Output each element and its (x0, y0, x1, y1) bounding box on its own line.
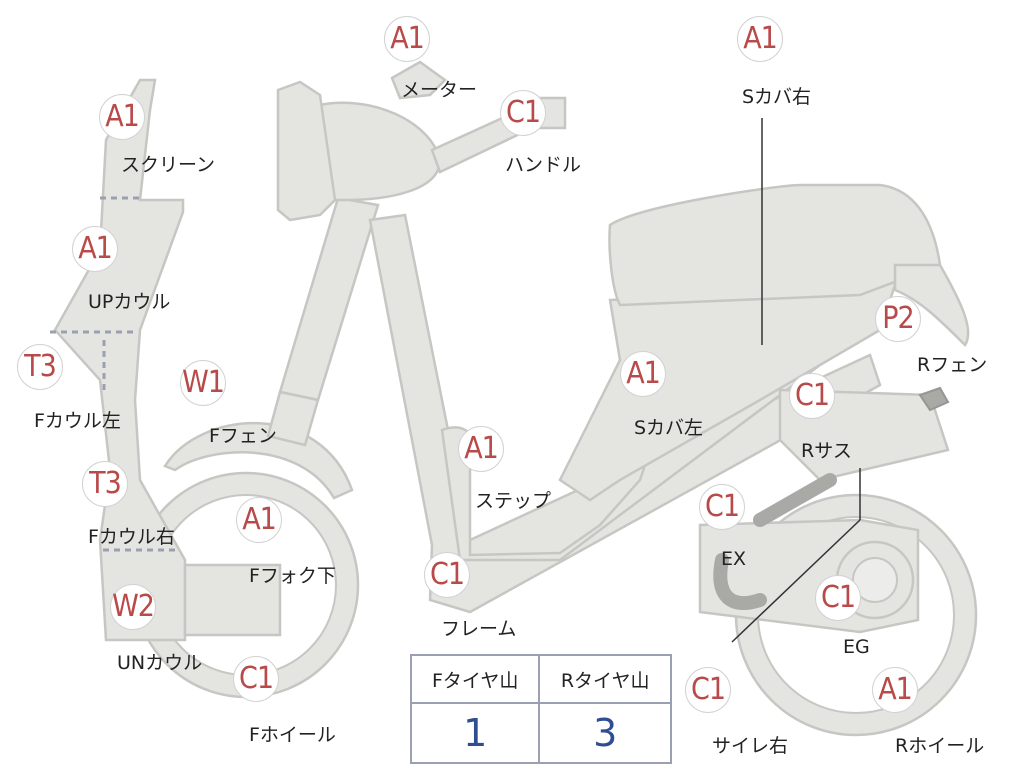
tire-tread-table: Fタイヤ山 Rタイヤ山 1 3 (409, 654, 672, 764)
badge-ffender[interactable]: W1 (180, 360, 226, 406)
label-screen: スクリーン (121, 154, 216, 176)
badge-eg[interactable]: C1 (815, 575, 861, 621)
label-fcowl-left: Fカウル左 (34, 410, 121, 432)
label-meter: メーター (401, 79, 478, 101)
label-handle: ハンドル (505, 154, 582, 176)
badge-step[interactable]: A1 (458, 426, 504, 472)
badge-uncowl[interactable]: W2 (110, 584, 156, 630)
handlebar-cover (318, 101, 442, 202)
headlight-shape (276, 80, 337, 222)
badge-rsus[interactable]: C1 (789, 373, 835, 419)
label-uncowl: UNカウル (117, 652, 203, 674)
meter-shape (390, 60, 447, 100)
front-tire-value[interactable]: 1 (409, 702, 541, 764)
steering-column (278, 196, 380, 402)
label-step: ステップ (475, 490, 552, 512)
label-fwheel: Fホイール (249, 724, 336, 746)
label-eg: EG (843, 636, 870, 658)
label-ffork: Fフォク下 (249, 565, 336, 587)
front-cowl-shape (53, 78, 187, 642)
label-fcowl-right: Fカウル右 (88, 526, 175, 548)
label-ex: EX (721, 548, 747, 570)
label-rsus: Rサス (801, 440, 852, 462)
badge-fwheel[interactable]: C1 (233, 656, 279, 702)
front-tire-header: Fタイヤ山 (409, 654, 541, 704)
table-header-row: Fタイヤ山 Rタイヤ山 (409, 654, 672, 704)
table-row: 1 3 (409, 702, 672, 764)
badge-upcowl[interactable]: A1 (72, 226, 118, 272)
rear-tire-value[interactable]: 3 (538, 702, 672, 764)
badge-rwheel[interactable]: A1 (872, 667, 918, 713)
rear-tire-header: Rタイヤ山 (538, 654, 672, 704)
badge-fcowl-right[interactable]: T3 (82, 461, 128, 507)
badge-ex[interactable]: C1 (699, 484, 745, 530)
badge-scover-left[interactable]: A1 (620, 351, 666, 397)
rear-fender-shape (893, 263, 970, 347)
label-rfender: Rフェン (917, 354, 988, 376)
label-upcowl: UPカウル (88, 291, 171, 313)
front-fork-shape (183, 563, 282, 637)
badge-fcowl-left[interactable]: T3 (17, 344, 63, 390)
label-scover-right: Sカバ右 (742, 86, 812, 108)
label-ffender: Fフェン (209, 425, 277, 447)
muffler-leader (731, 519, 861, 643)
badge-muffler[interactable]: C1 (685, 667, 731, 713)
badge-scover-right[interactable]: A1 (737, 16, 783, 62)
badge-meter[interactable]: A1 (384, 16, 430, 62)
badge-handle[interactable]: C1 (500, 90, 546, 136)
badge-rfender[interactable]: P2 (875, 296, 921, 342)
badge-frame[interactable]: C1 (424, 552, 470, 598)
badge-ffork[interactable]: A1 (236, 497, 282, 543)
badge-screen[interactable]: A1 (99, 94, 145, 140)
label-scover-left: Sカバ左 (634, 417, 704, 439)
label-rwheel: Rホイール (895, 735, 985, 757)
label-muffler: サイレ右 (712, 735, 789, 757)
seat-shape (608, 183, 942, 307)
label-frame: フレーム (441, 618, 517, 640)
exhaust-pipe-shape (713, 473, 837, 611)
